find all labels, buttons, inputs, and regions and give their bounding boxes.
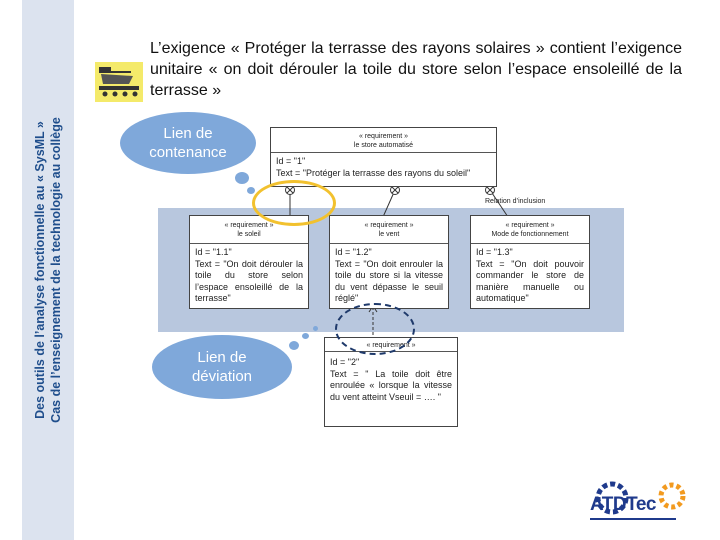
derivation-highlight [335,303,415,355]
main-requirement-header: « requirement » le store automatisé [271,128,496,153]
containment-cloud-label: Lien de contenance [149,125,227,161]
main-requirement-text: Text = "Protéger la terrasse des rayons … [276,167,471,178]
requirement-id: Id = "1.1" [195,247,232,257]
cloud-bubble [313,326,318,331]
gear-icon [595,481,686,515]
requirement-name: le soleil [237,231,261,238]
logo-underline [590,518,676,520]
derivation-cloud: Lien de déviation [152,335,292,399]
requirement-stereotype: « requirement » [364,222,414,229]
main-requirement-id: Id = "1" [276,156,306,166]
logo-text: ATDTec [590,494,656,515]
requirement-box-1-2: « requirement » le vent Id = "1.2" Text … [329,215,449,309]
requirement-header: « requirement » le vent [330,216,448,244]
inclusion-label: Relation d’inclusion [485,198,546,205]
requirement-text: Text = "On doit dérouler la toile du sto… [195,258,306,304]
main-requirement-stereotype: « requirement » [358,133,409,140]
cloud-bubble [235,172,249,184]
side-banner [22,0,74,540]
requirement-body: Id = "1.2" Text = "On doit enrouler la t… [330,244,448,308]
requirement-body: Id = "2" Text = " La toile doit être enr… [325,352,457,406]
cloud-bubble [247,187,255,194]
cloud-bubble [302,333,309,339]
requirement-text: Text = "On doit enrouler la toile du sto… [335,258,446,304]
main-requirement-body: Id = "1" Text = "Protéger la terrasse de… [271,153,496,182]
requirement-header: « requirement » le soleil [190,216,308,244]
requirement-body: Id = "1.1" Text = "On doit dérouler la t… [190,244,308,308]
requirement-id: Id = "1.2" [335,247,372,257]
containment-highlight [252,180,336,226]
requirement-box-1-3: « requirement » Mode de fonctionnement I… [470,215,590,309]
requirement-text: Text = " La toile doit être enroulée « l… [330,368,455,402]
main-requirement-box: « requirement » le store automatisé Id =… [270,127,497,187]
requirement-body: Id = "1.3" Text = "On doit pouvoir comma… [471,244,589,308]
requirement-stereotype: « requirement » [505,222,555,229]
containment-cloud: Lien de contenance [120,112,256,174]
derivation-cloud-label: Lien de déviation [191,349,253,385]
requirement-text: Text = "On doit pouvoir commander le sto… [476,258,587,304]
requirement-stereotype: « requirement » [224,222,274,229]
requirement-header: « requirement » Mode de fonctionnement [471,216,589,244]
main-requirement-name: le store automatisé [353,142,414,149]
cloud-bubble [289,341,299,350]
requirement-id: Id = "2" [330,357,360,367]
requirement-box-1-1: « requirement » le soleil Id = "1.1" Tex… [189,215,309,309]
atdtec-logo: ATDTec [582,476,692,528]
requirement-name: Mode de fonctionnement [491,231,569,238]
requirement-name: le vent [378,231,400,238]
requirement-id: Id = "1.3" [476,247,513,257]
intro-text: L’exigence « Protéger la terrasse des ra… [150,40,682,99]
store-illustration-icon [95,62,143,102]
